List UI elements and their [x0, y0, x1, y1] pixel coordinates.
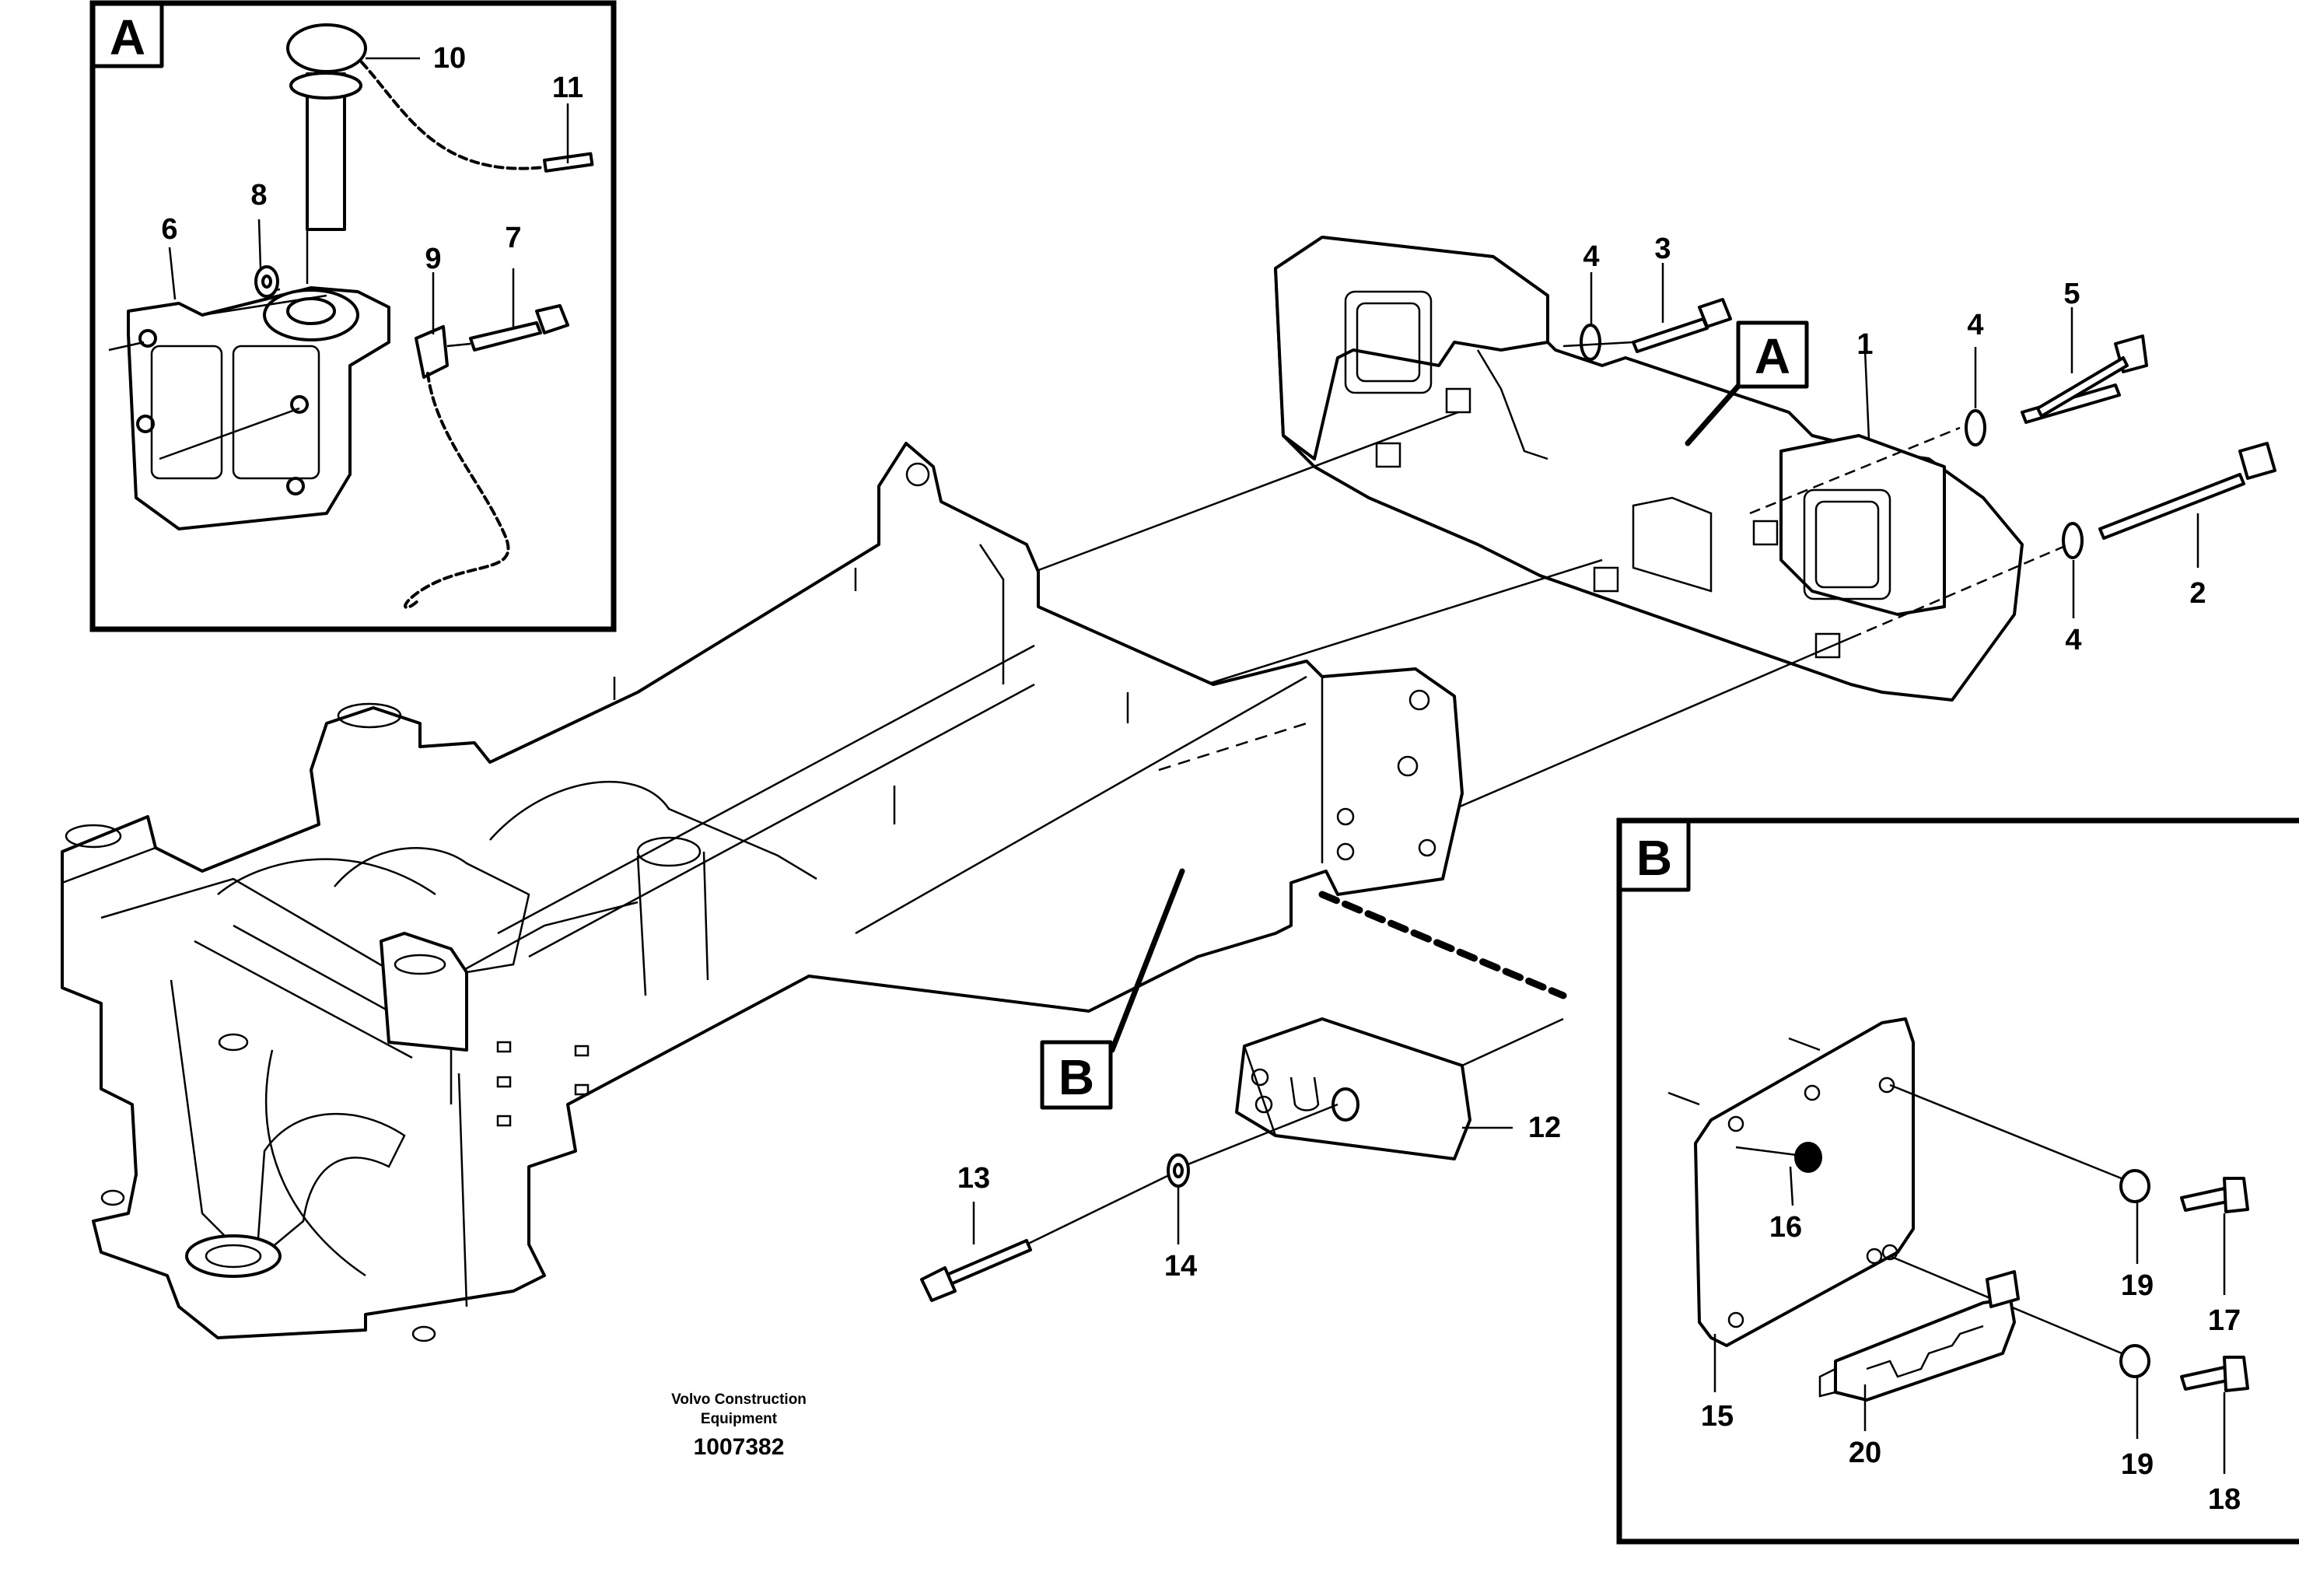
- washers-4: [1580, 324, 2084, 559]
- callout-18: 18: [2208, 1483, 2241, 1516]
- publisher-caption: Volvo Construction Equipment 1007382: [671, 1391, 807, 1460]
- step-12: [1235, 1017, 1564, 1160]
- callout-20: 20: [1849, 1437, 1881, 1469]
- callout-numbers: 10 11 8 6 9 7 4 3 1 4 5 2 4 12 13 14 16 …: [161, 42, 2241, 1516]
- coupling-pin: [286, 23, 367, 231]
- callout-4-bottom: 4: [2065, 624, 2081, 656]
- inset-b-frame: B: [1616, 817, 2299, 1545]
- pointer-b-badge: B: [1059, 1049, 1094, 1105]
- bolt-5: [2021, 334, 2148, 424]
- caption-line-2: Equipment: [701, 1411, 778, 1427]
- counterweight-1: [1274, 236, 2024, 702]
- bolt-7: [446, 304, 569, 352]
- callout-4-mid: 4: [1967, 309, 1983, 341]
- callout-19-top: 19: [2121, 1269, 2154, 1302]
- callout-17: 17: [2208, 1304, 2241, 1337]
- callout-6: 6: [161, 213, 177, 246]
- pointer-a-badge: A: [1755, 328, 1790, 384]
- dashed-link-b: [1318, 891, 1567, 999]
- bolt-2: [2098, 442, 2276, 540]
- callout-1: 1: [1856, 328, 1873, 361]
- bolt-18: [2180, 1356, 2249, 1392]
- washers-19: [2119, 1169, 2150, 1378]
- callout-5: 5: [2063, 278, 2080, 310]
- inset-b-badge: B: [1636, 830, 1672, 886]
- pointer-b: B: [1040, 868, 1185, 1110]
- pin-bracket: [108, 229, 390, 530]
- bolt-3: [1632, 298, 1732, 353]
- washer-14: [1167, 1153, 1190, 1188]
- bolt-13: [920, 1103, 1338, 1302]
- leader-lines: [168, 57, 2226, 1474]
- callout-14: 14: [1164, 1250, 1197, 1283]
- light-plate-15: [1667, 1017, 2132, 1359]
- rear-frame: [61, 442, 1464, 1342]
- pointer-a: A: [1685, 320, 1809, 446]
- chain-plate-9: [404, 325, 510, 609]
- callout-2: 2: [2189, 577, 2206, 610]
- callout-16: 16: [1769, 1211, 1802, 1244]
- callout-4-top: 4: [1583, 240, 1599, 273]
- inset-a-badge: A: [110, 9, 145, 65]
- callout-12: 12: [1528, 1111, 1561, 1144]
- bolt-17: [2180, 1177, 2249, 1213]
- caption-line-1: Volvo Construction: [671, 1391, 807, 1408]
- callout-19-bottom: 19: [2121, 1448, 2154, 1481]
- step-bracket-20: [1818, 1270, 2020, 1402]
- document-number: 1007382: [694, 1434, 785, 1460]
- inset-a-frame: A: [89, 0, 617, 632]
- callout-13: 13: [957, 1162, 990, 1195]
- callout-9: 9: [425, 243, 441, 275]
- washer-8: [254, 265, 279, 298]
- callout-3: 3: [1654, 233, 1671, 265]
- callout-7: 7: [505, 222, 521, 254]
- assembly-lines: [1034, 341, 2070, 810]
- callout-10: 10: [433, 42, 466, 75]
- callout-8: 8: [250, 179, 267, 212]
- callout-15: 15: [1701, 1400, 1734, 1433]
- callout-11: 11: [552, 72, 583, 104]
